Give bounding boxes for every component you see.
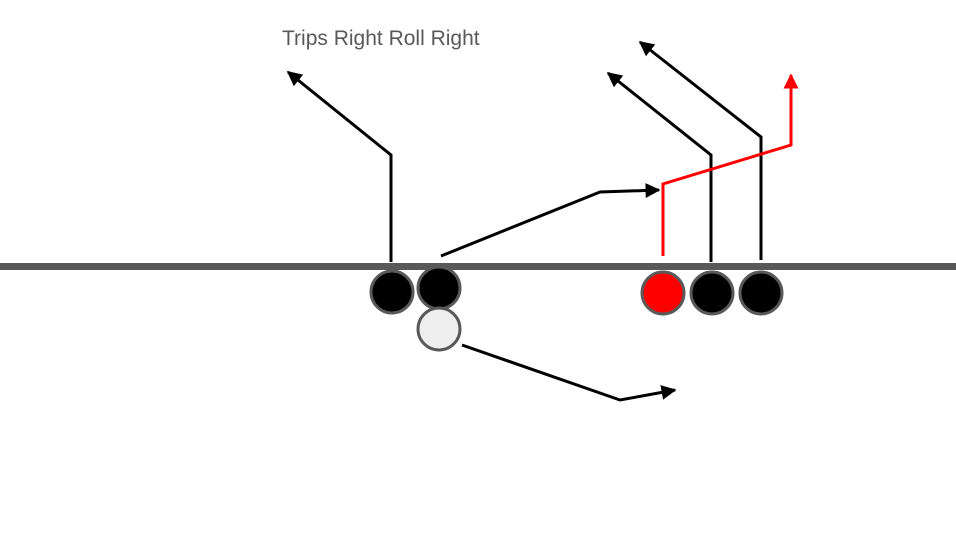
player-quarterback [416,306,462,352]
player-left-slot [416,265,462,311]
route-left-slot [440,182,661,258]
route-trips-outside [638,40,763,260]
player-trips-middle [689,270,735,316]
player-highlighted-receiver [640,270,686,316]
route-highlighted-receiver [661,73,799,256]
line-of-scrimmage [0,263,956,270]
route-qb-rollout [461,343,677,402]
route-trips-middle [606,71,713,262]
play-title: Trips Right Roll Right [282,27,480,50]
player-trips-outside [738,270,784,316]
route-left-receiver [286,70,393,262]
player-left-receiver [369,269,415,315]
